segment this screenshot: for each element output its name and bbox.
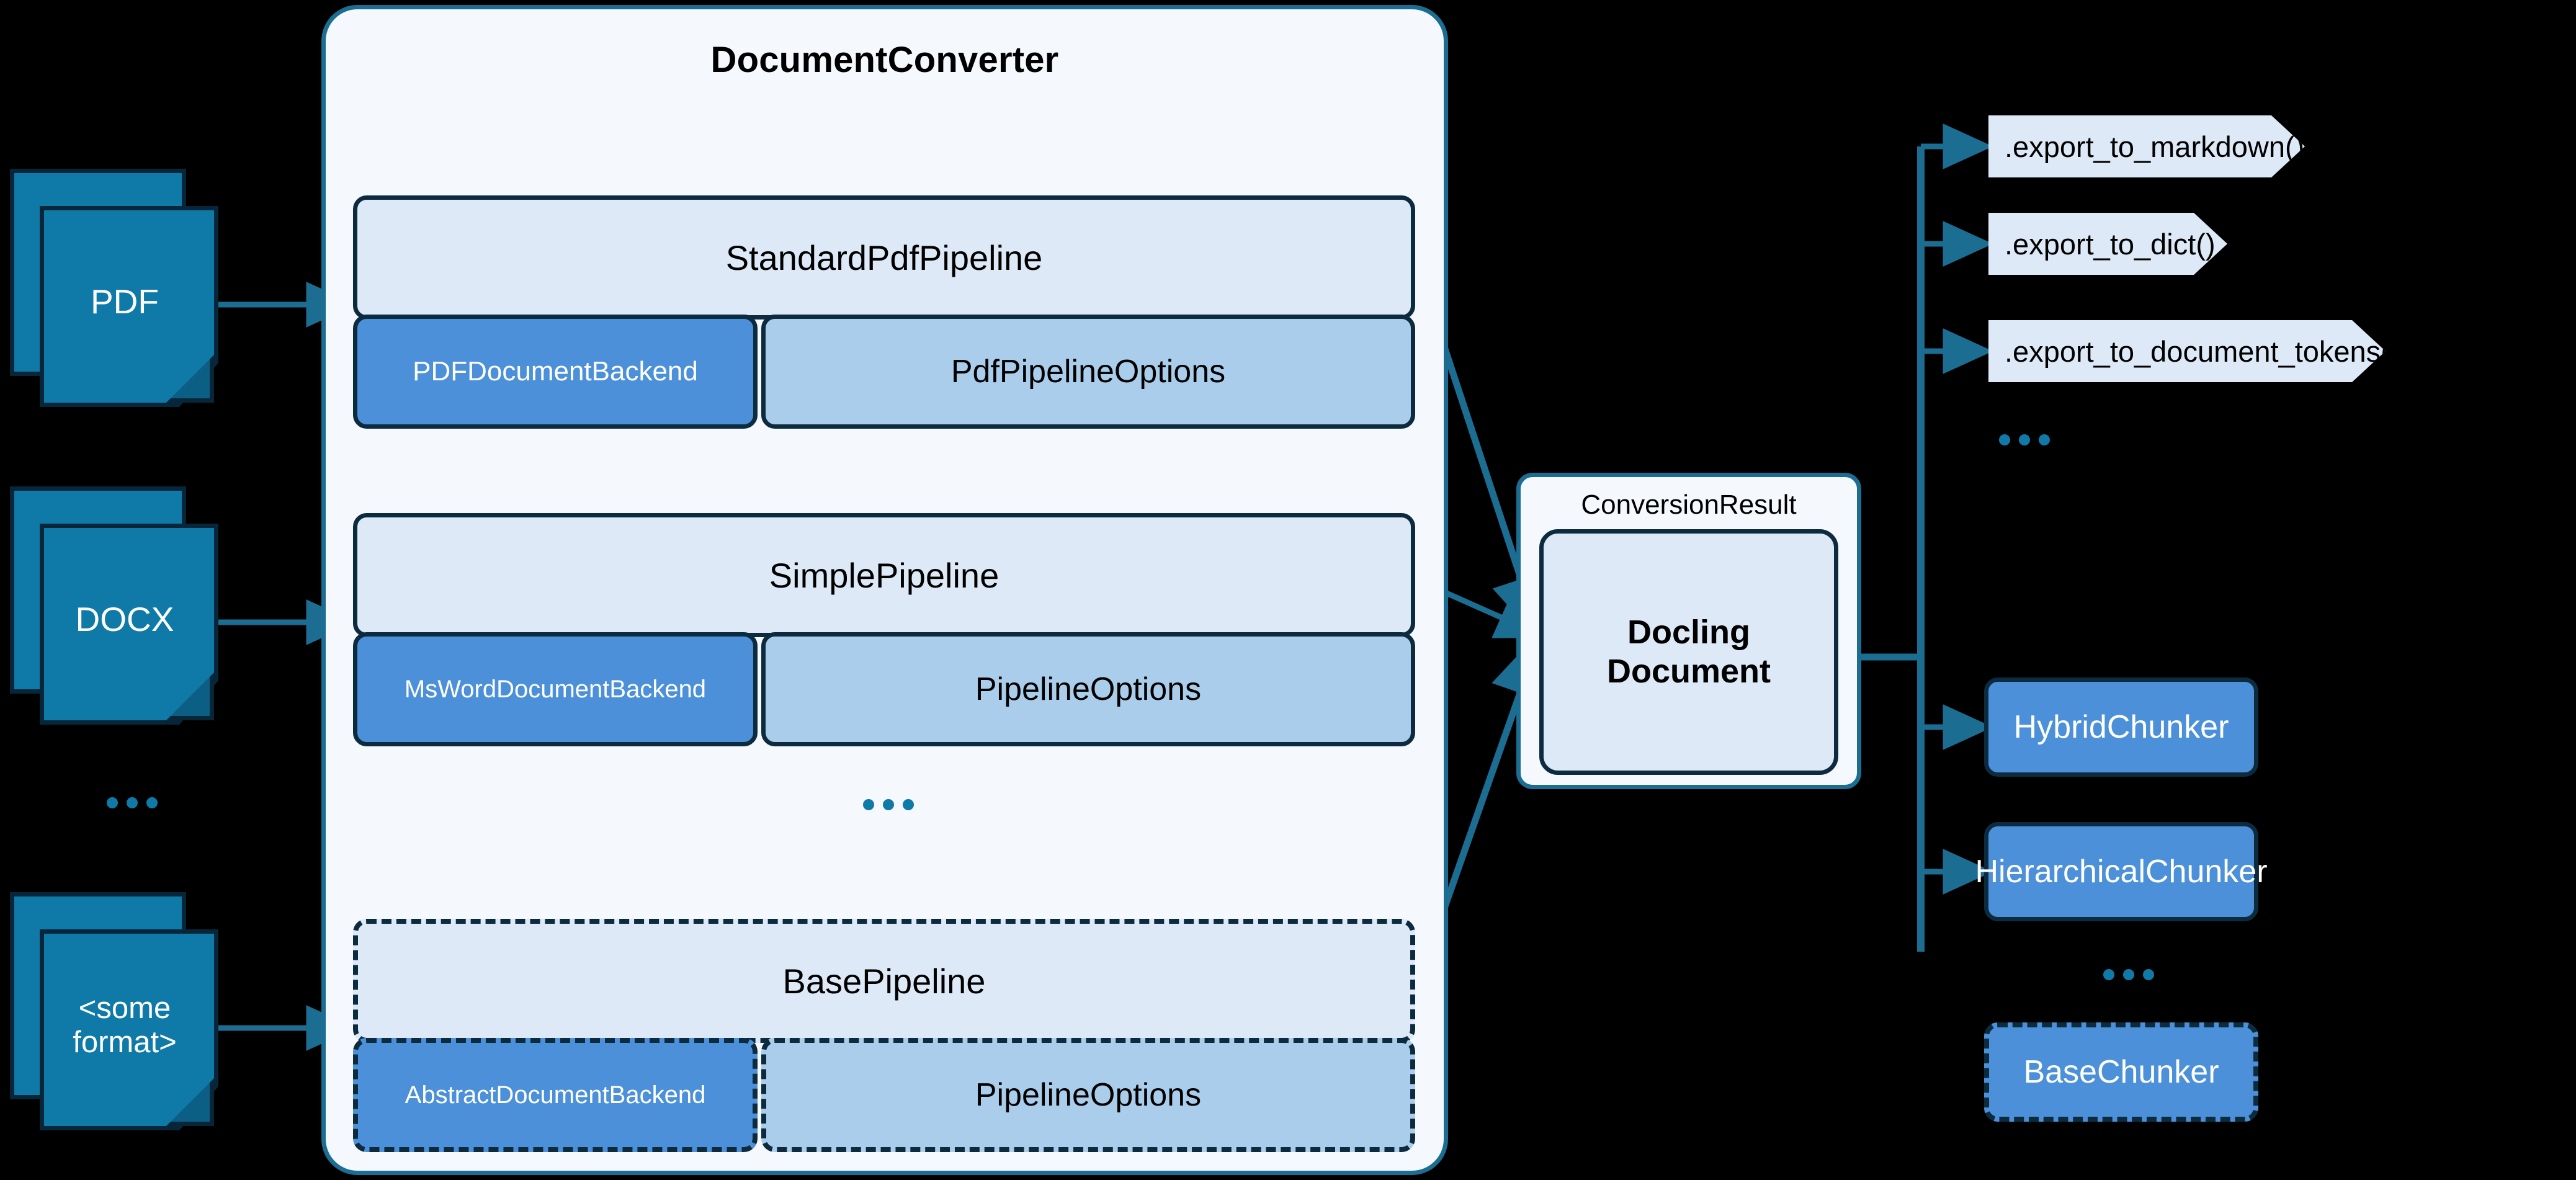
docling-document-line1: Docling bbox=[1627, 614, 1750, 651]
page-title: DocumentConverter bbox=[710, 39, 1059, 80]
input-ellipsis bbox=[107, 797, 158, 808]
input-some-format[interactable]: <some format> bbox=[10, 892, 218, 1130]
options-pdfpipelineoptions[interactable]: PdfPipelineOptions bbox=[761, 315, 1415, 429]
input-docx[interactable]: DOCX bbox=[10, 486, 218, 725]
export-to-markdown-button[interactable]: .export_to_markdown() bbox=[1988, 115, 2305, 177]
input-some-format-label: <some format> bbox=[40, 929, 210, 1122]
input-docx-label: DOCX bbox=[75, 600, 174, 639]
options-pipelineoptions-simple[interactable]: PipelineOptions bbox=[761, 632, 1415, 746]
pipeline-ellipsis bbox=[863, 799, 914, 810]
export-to-dict-label: .export_to_dict() bbox=[2005, 227, 2216, 261]
input-pdf[interactable]: PDF bbox=[10, 169, 218, 407]
chunker-hybridchunker[interactable]: HybridChunker bbox=[1984, 677, 2258, 777]
chunker-basechunker[interactable]: BaseChunker bbox=[1984, 1022, 2258, 1122]
backend-msworddocumentbackend[interactable]: MsWordDocumentBackend bbox=[353, 632, 758, 746]
document-stack-icon bbox=[40, 929, 218, 1130]
conversion-result-container: ConversionResult Docling Document bbox=[1516, 473, 1861, 789]
chunkers-ellipsis bbox=[2103, 969, 2154, 980]
pipeline-head-standardpdfpipeline[interactable]: StandardPdfPipeline bbox=[353, 195, 1415, 320]
chunker-hierarchicalchunker[interactable]: HierarchicalChunker bbox=[1975, 822, 2268, 921]
export-to-markdown-label: .export_to_markdown() bbox=[2005, 130, 2305, 163]
pipeline-head-basepipeline[interactable]: BasePipeline bbox=[353, 919, 1415, 1043]
input-pdf-label: PDF bbox=[91, 282, 159, 321]
docling-document-line2: Document bbox=[1606, 653, 1771, 690]
exports-ellipsis bbox=[1999, 434, 2050, 445]
document-converter-container: DocumentConverter StandardPdfPipeline PD… bbox=[321, 5, 1448, 1175]
backend-abstractdocumentbackend[interactable]: AbstractDocumentBackend bbox=[353, 1038, 758, 1152]
pipeline-head-simplepipeline[interactable]: SimplePipeline bbox=[353, 513, 1415, 637]
backend-pdfdocumentbackend[interactable]: PDFDocumentBackend bbox=[353, 315, 758, 429]
document-stack-icon bbox=[40, 524, 218, 725]
docling-document-node[interactable]: Docling Document bbox=[1539, 529, 1838, 775]
document-stack-icon bbox=[40, 206, 218, 407]
export-to-document-tokens-button[interactable]: .export_to_document_tokens() bbox=[1988, 320, 2386, 382]
input-some-format-line1: <some bbox=[78, 991, 171, 1026]
export-to-document-tokens-label: .export_to_document_tokens() bbox=[2005, 334, 2400, 368]
conversion-result-label: ConversionResult bbox=[1581, 489, 1797, 520]
export-to-dict-button[interactable]: .export_to_dict() bbox=[1988, 213, 2227, 275]
input-some-format-line2: format> bbox=[73, 1026, 177, 1059]
options-pipelineoptions-base[interactable]: PipelineOptions bbox=[761, 1038, 1415, 1152]
